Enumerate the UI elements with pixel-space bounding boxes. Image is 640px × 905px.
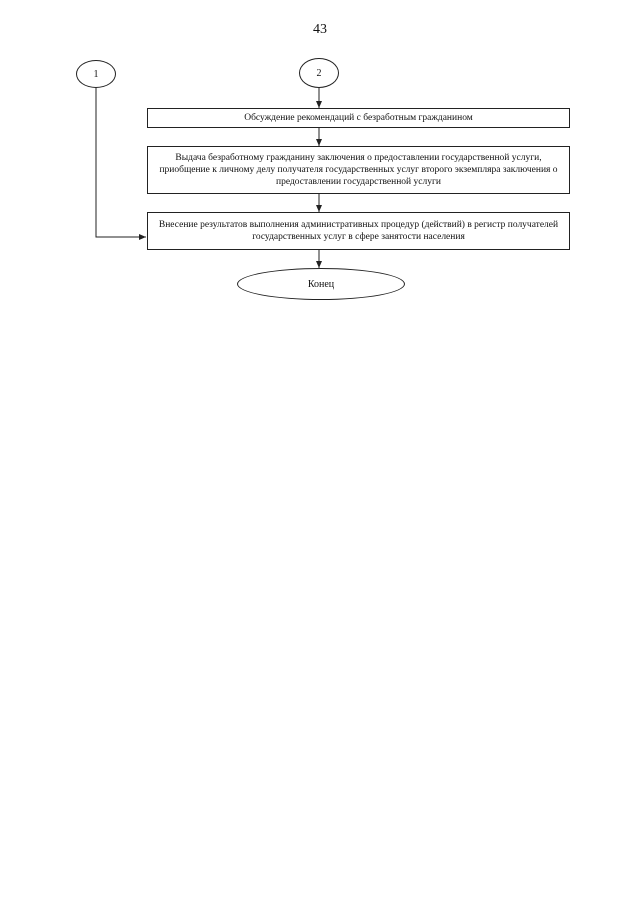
connector-1-label: 1 [93,68,99,80]
connector-2-label: 2 [316,67,322,79]
end-terminal: Конец [237,268,405,300]
step-discuss-recommendations: Обсуждение рекомендаций с безработным гр… [147,108,570,128]
step-issue-conclusion: Выдача безработному гражданину заключени… [147,146,570,194]
step-2-text: Выдача безработному гражданину заключени… [159,153,558,187]
connector-2: 2 [299,58,339,88]
step-register-results: Внесение результатов выполнения админист… [147,212,570,250]
step-1-text: Обсуждение рекомендаций с безработным гр… [244,113,473,123]
connector-1: 1 [76,60,116,88]
arrow-connector1-to-step3 [95,88,146,240]
page-number: 43 [313,22,327,37]
end-label: Конец [307,278,335,290]
step-3-text: Внесение результатов выполнения админист… [158,220,559,242]
